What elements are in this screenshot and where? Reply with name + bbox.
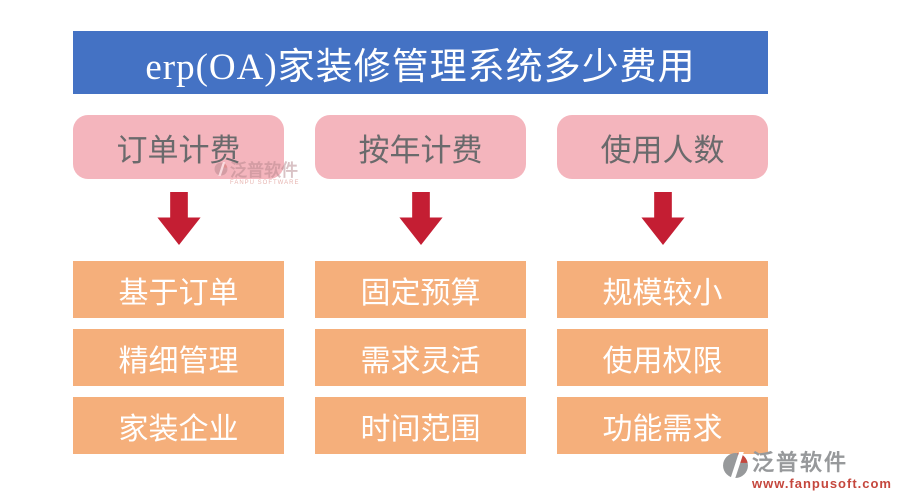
title-banner: erp(OA)家装修管理系统多少费用 (73, 31, 768, 94)
logo-url: www.fanpusoft.com (751, 476, 892, 491)
item-box: 基于订单 (73, 261, 284, 318)
column-user-count: 使用人数 规模较小 使用权限 功能需求 (557, 115, 768, 465)
header-label: 使用人数 (600, 132, 725, 168)
item-label: 精细管理 (118, 344, 239, 378)
arrow-down-icon (156, 192, 201, 245)
fanpu-logo: 泛普软件 www.fanpusoft.com (722, 452, 892, 490)
item-label: 规模较小 (602, 276, 723, 310)
item-label: 家装企业 (118, 412, 239, 446)
item-box: 家装企业 (73, 397, 284, 454)
item-label: 使用权限 (602, 344, 723, 378)
header-box: 按年计费 (315, 115, 526, 179)
item-box: 功能需求 (557, 397, 768, 454)
header-box: 订单计费 (73, 115, 284, 179)
item-box: 精细管理 (73, 329, 284, 386)
arrow-down-icon (640, 192, 685, 245)
item-label: 需求灵活 (360, 344, 481, 378)
item-label: 固定预算 (360, 276, 481, 310)
logo-name: 泛普软件 (751, 450, 848, 475)
item-label: 时间范围 (360, 412, 481, 446)
item-box: 使用权限 (557, 329, 768, 386)
fanpu-logo-icon (723, 452, 748, 479)
item-box: 规模较小 (557, 261, 768, 318)
item-box: 固定预算 (315, 261, 526, 318)
header-label: 订单计费 (116, 132, 241, 168)
header-box: 使用人数 (557, 115, 768, 179)
item-label: 基于订单 (118, 276, 239, 310)
column-yearly-billing: 按年计费 固定预算 需求灵活 时间范围 (315, 115, 526, 465)
column-order-billing: 订单计费 基于订单 精细管理 家装企业 (73, 115, 284, 465)
item-box: 时间范围 (315, 397, 526, 454)
page-title: erp(OA)家装修管理系统多少费用 (145, 46, 696, 88)
item-label: 功能需求 (602, 412, 723, 446)
arrow-down-icon (398, 192, 443, 245)
header-label: 按年计费 (358, 132, 483, 168)
columns-grid: 订单计费 基于订单 精细管理 家装企业 按年计费 固定预算 (73, 115, 768, 465)
item-box: 需求灵活 (315, 329, 526, 386)
